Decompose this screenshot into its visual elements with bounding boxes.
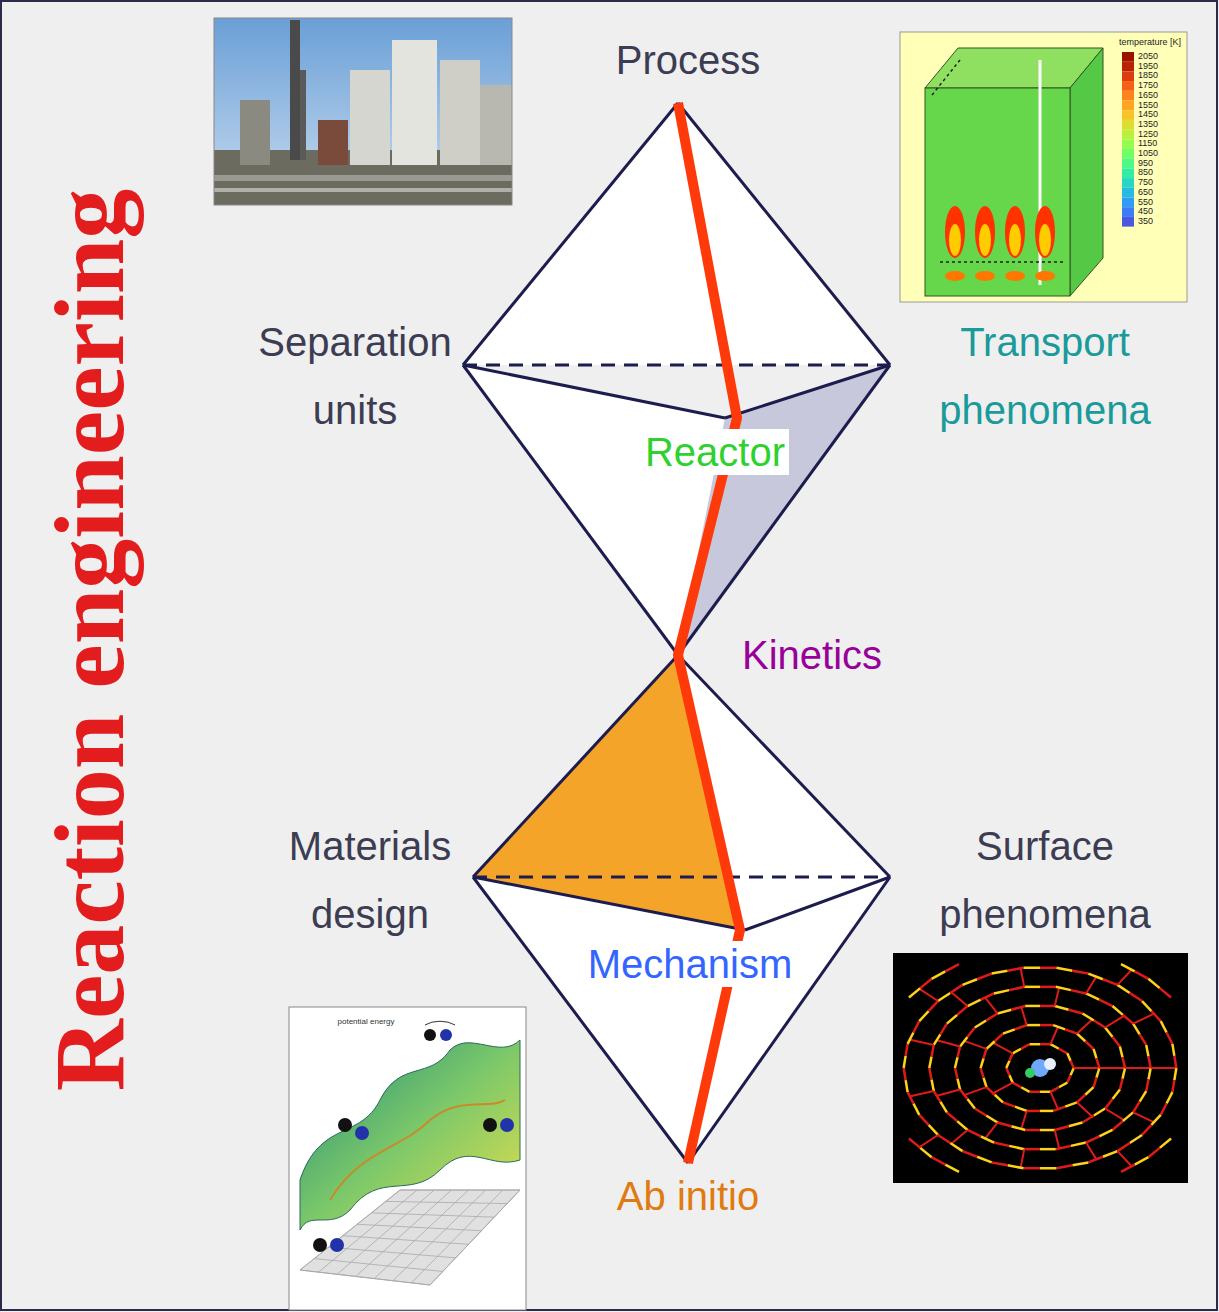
- cfd-temperature-plot: [900, 32, 1187, 302]
- legend-title: temperature [K]: [1110, 38, 1190, 47]
- vertex-label: Transport phenomena: [925, 308, 1165, 444]
- colorbar-value: 1650: [1138, 90, 1178, 99]
- colorbar-value: 350: [1138, 216, 1178, 225]
- colorbar-value: 1350: [1138, 119, 1178, 128]
- colorbar-value: 450: [1138, 207, 1178, 216]
- colorbar-value: 750: [1138, 178, 1178, 187]
- axis-label: potential energy: [321, 1018, 411, 1026]
- colorbar-value: 550: [1138, 197, 1178, 206]
- colorbar-value: 850: [1138, 168, 1178, 177]
- colorbar-value: 1450: [1138, 110, 1178, 119]
- potential-energy-surface: [289, 1007, 526, 1310]
- vertex-label: Ab initio: [578, 1162, 798, 1230]
- vertex-label: Materials design: [250, 812, 490, 948]
- colorbar-value: 2050: [1138, 52, 1178, 61]
- vertex-label: Surface phenomena: [925, 812, 1165, 948]
- colorbar-value: 950: [1138, 158, 1178, 167]
- vertical-title: Reaction engineering: [40, 189, 140, 1092]
- colorbar-value: 1150: [1138, 139, 1178, 148]
- vertex-label: Reactor: [641, 429, 789, 475]
- refinery-photo: [214, 18, 512, 205]
- vertex-label: Mechanism: [584, 941, 797, 987]
- colorbar-value: 1250: [1138, 129, 1178, 138]
- colorbar-value: 1850: [1138, 71, 1178, 80]
- zeolite-structure: [893, 953, 1188, 1183]
- colorbar-value: 1550: [1138, 100, 1178, 109]
- vertex-label: Separation units: [235, 308, 475, 444]
- colorbar-value: 1950: [1138, 61, 1178, 70]
- vertex-label: Process: [538, 26, 838, 94]
- colorbar-value: 650: [1138, 187, 1178, 196]
- colorbar-value: 1050: [1138, 149, 1178, 158]
- colorbar-value: 1750: [1138, 81, 1178, 90]
- vertex-label: Kinetics: [712, 621, 912, 689]
